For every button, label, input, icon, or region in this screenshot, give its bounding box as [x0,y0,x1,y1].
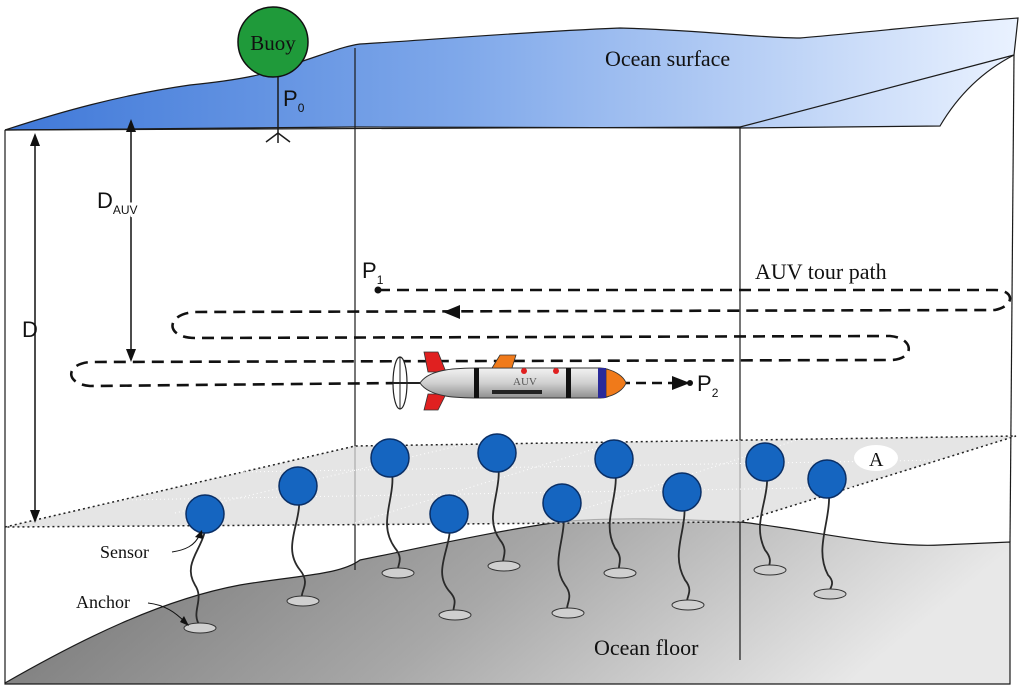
auv-tail-fin-bottom [423,393,447,411]
p2-label: P2 [697,371,719,400]
depth-label: D [22,317,38,342]
anchor-icon [438,609,472,621]
ocean-floor-label: Ocean floor [594,635,699,660]
sensor-node-icon [594,439,634,479]
anchor-icon [487,560,521,572]
anchors [183,560,847,634]
sensor-node-icon [429,494,469,534]
sensor-node-icon [542,483,582,523]
anchor-icon [381,567,415,579]
sensor-node-icon [477,433,517,473]
sensor-node-icon [185,494,225,534]
arrow-icon [195,530,203,539]
anchor-icon [183,622,217,634]
sensor-node-icon [370,438,410,478]
sensor-label: Sensor [100,542,149,562]
arrow-icon [672,376,690,390]
ocean-surface [4,17,1019,131]
sensor-tethers [189,456,833,627]
buoy: Buoy [237,6,309,143]
buoy-icon [237,6,309,78]
sensor-node-icon [745,442,785,482]
auv-blue-band [598,368,606,398]
anchor-icon [813,588,847,600]
anchor-icon [551,607,585,619]
ocean-floor [4,518,1011,685]
anchor-icon [671,599,705,611]
sensor-node-icon [278,466,318,506]
sensor-node-icon [807,459,847,499]
auv-black-band [566,368,571,398]
p2-marker [687,380,693,386]
auv-label: AUV [513,376,537,388]
ocean-surface-label: Ocean surface [605,46,730,71]
auv-nose [605,368,627,398]
anchor-label: Anchor [76,592,130,612]
auv-black-band [474,368,479,398]
area-label: A [869,449,884,471]
auv-icon: AUV [392,351,627,411]
arrow-icon [443,305,460,319]
auv-depth-label: DAUV [97,188,138,217]
p1-label: P1 [362,258,384,287]
area-badge [854,445,898,471]
p1-marker [374,286,382,294]
auv-depth-dimension [126,119,136,362]
anchor-icon [286,595,320,607]
depth-dimension [30,133,40,523]
sensor-node-icon [662,472,702,512]
buoy-label: Buoy [250,31,296,55]
p0-label: P0 [283,86,305,115]
anchor-icon [603,567,637,579]
auv-top-fin [491,354,517,369]
arrow-icon [180,616,189,626]
anchor-icon [753,564,787,576]
sensors [185,433,847,534]
auv-tour-path-label: AUV tour path [755,259,887,284]
